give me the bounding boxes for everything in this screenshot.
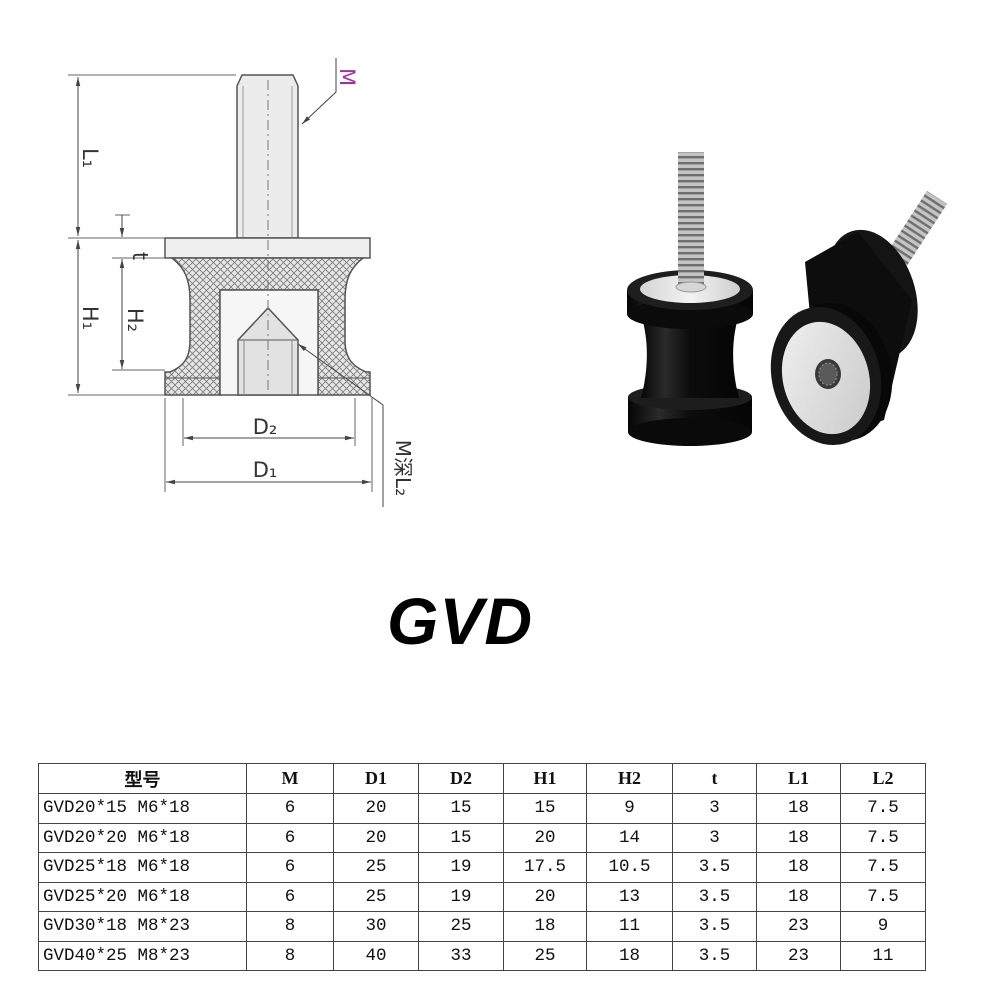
table-cell: 15 bbox=[418, 793, 504, 824]
table-cell: 19 bbox=[418, 881, 504, 912]
table-cell: 10.5 bbox=[586, 852, 673, 883]
table-cell: 11 bbox=[840, 940, 926, 971]
table-cell: 7.5 bbox=[840, 822, 926, 853]
table-cell: 6 bbox=[246, 852, 334, 883]
table-cell: 23 bbox=[756, 940, 841, 971]
column-header: L2 bbox=[840, 763, 926, 794]
threaded-bore bbox=[237, 306, 299, 396]
mount-upright bbox=[627, 152, 753, 446]
extension-lines bbox=[68, 74, 373, 492]
threaded-stud bbox=[236, 74, 299, 239]
column-header: D2 bbox=[418, 763, 504, 794]
table-cell: 25 bbox=[333, 881, 419, 912]
table-cell: 18 bbox=[756, 793, 841, 824]
table-cell: 20 bbox=[503, 822, 587, 853]
table-cell: 3.5 bbox=[672, 881, 757, 912]
label-t: t bbox=[128, 252, 152, 260]
table-cell: 14 bbox=[586, 822, 673, 853]
label-H2: H₂ bbox=[123, 308, 147, 332]
leader-line-M bbox=[301, 58, 337, 125]
table-cell: 3.5 bbox=[672, 852, 757, 883]
table-cell: 9 bbox=[840, 911, 926, 942]
column-header: M bbox=[246, 763, 334, 794]
table-cell: 18 bbox=[756, 822, 841, 853]
table-cell: 17.5 bbox=[503, 852, 587, 883]
label-D1: D₁ bbox=[253, 458, 278, 482]
label-D2: D₂ bbox=[253, 415, 278, 439]
table-cell: 6 bbox=[246, 881, 334, 912]
table-cell: 8 bbox=[246, 911, 334, 942]
column-header: D1 bbox=[333, 763, 419, 794]
table-cell: 6 bbox=[246, 822, 334, 853]
table-cell: 25 bbox=[503, 940, 587, 971]
threaded-hole-inner bbox=[818, 362, 838, 386]
table-cell: 25 bbox=[333, 852, 419, 883]
label-H1: H₁ bbox=[78, 306, 102, 330]
table-cell: 20 bbox=[503, 881, 587, 912]
label-L1: L₁ bbox=[78, 148, 102, 168]
column-header: H1 bbox=[503, 763, 587, 794]
table-cell: 15 bbox=[503, 793, 587, 824]
table-cell: 18 bbox=[503, 911, 587, 942]
rubber-waist bbox=[640, 312, 740, 398]
table-cell: 8 bbox=[246, 940, 334, 971]
threaded-stud bbox=[678, 152, 704, 288]
table-cell: 7.5 bbox=[840, 852, 926, 883]
column-header: 型号 bbox=[38, 763, 247, 794]
table-cell: 25 bbox=[418, 911, 504, 942]
model-cell: GVD30*18 M8*23 bbox=[38, 911, 247, 942]
table-cell: 19 bbox=[418, 852, 504, 883]
bottom-flange-base bbox=[628, 418, 752, 446]
table-cell: 30 bbox=[333, 911, 419, 942]
model-cell: GVD20*15 M6*18 bbox=[38, 793, 247, 824]
table-cell: 9 bbox=[586, 793, 673, 824]
table-cell: 11 bbox=[586, 911, 673, 942]
model-cell: GVD25*20 M6*18 bbox=[38, 881, 247, 912]
label-M: M bbox=[335, 68, 359, 86]
table-cell: 20 bbox=[333, 793, 419, 824]
model-cell: GVD20*20 M6*18 bbox=[38, 822, 247, 853]
label-M-depth: M深L₂ bbox=[391, 440, 415, 496]
stud-collar bbox=[675, 281, 707, 293]
column-header: t bbox=[672, 763, 757, 794]
table-cell: 18 bbox=[586, 940, 673, 971]
table-cell: 3 bbox=[672, 793, 757, 824]
column-header: L1 bbox=[756, 763, 841, 794]
table-cell: 7.5 bbox=[840, 793, 926, 824]
table-cell: 6 bbox=[246, 793, 334, 824]
product-photo bbox=[627, 152, 948, 446]
table-cell: 3 bbox=[672, 822, 757, 853]
technical-drawing: L₁ t H₂ H₁ D₂ D₁ M M深L₂ bbox=[68, 58, 415, 507]
table-cell: 13 bbox=[586, 881, 673, 912]
table-cell: 3.5 bbox=[672, 911, 757, 942]
table-cell: 18 bbox=[756, 881, 841, 912]
product-title: GVD bbox=[386, 584, 534, 658]
leader-line-M-depth bbox=[297, 343, 384, 507]
model-cell: GVD40*25 M8*23 bbox=[38, 940, 247, 971]
mount-tilted bbox=[770, 190, 948, 446]
table-cell: 18 bbox=[756, 852, 841, 883]
table-cell: 33 bbox=[418, 940, 504, 971]
table-cell: 23 bbox=[756, 911, 841, 942]
table-cell: 20 bbox=[333, 822, 419, 853]
table-cell: 3.5 bbox=[672, 940, 757, 971]
column-header: H2 bbox=[586, 763, 673, 794]
model-cell: GVD25*18 M6*18 bbox=[38, 852, 247, 883]
table-cell: 15 bbox=[418, 822, 504, 853]
table-cell: 7.5 bbox=[840, 881, 926, 912]
table-cell: 40 bbox=[333, 940, 419, 971]
